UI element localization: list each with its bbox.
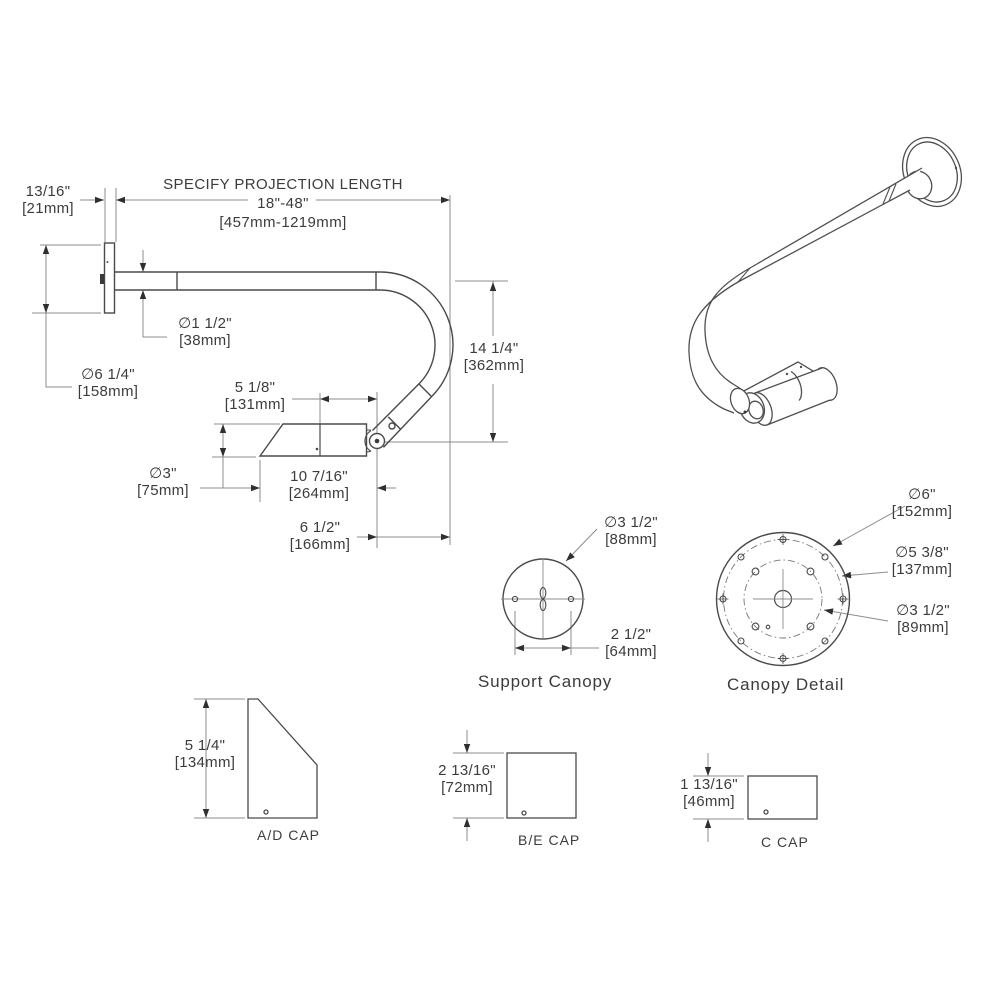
gooseneck-3d-view — [688, 136, 963, 426]
tube-3d-seams — [737, 183, 897, 283]
c-cap-label: C CAP — [761, 834, 809, 850]
canopy-detail-label: Canopy Detail — [727, 675, 845, 694]
be-cap-label: B/E CAP — [518, 832, 581, 848]
dimension-lines — [32, 188, 906, 842]
bolt-holes — [717, 534, 849, 664]
canopy-slot-bottom — [539, 598, 547, 612]
dim-be-cap-height: 2 13/16" [72mm] — [438, 762, 496, 796]
support-canopy-view — [501, 558, 585, 640]
dim-arm-diameter: ∅1 1/2" [38mm] — [178, 315, 232, 349]
dim-shade-diameter: ∅3" [75mm] — [137, 465, 189, 499]
pivot-screw — [374, 438, 380, 444]
ad-cap-hole — [263, 809, 269, 815]
canopy-hole-left — [511, 595, 519, 603]
dim-shade-front-length: 5 1/8" [131mm] — [224, 379, 286, 413]
end-cap-screw — [743, 410, 747, 414]
shade-dot — [315, 447, 319, 451]
dim-detail-bolt-circle: ∅5 3/8" [137mm] — [891, 544, 953, 578]
pivot-bracket — [364, 430, 372, 452]
arm-hole — [388, 422, 396, 430]
dim-support-canopy-spacing: 2 1/2" [64mm] — [605, 626, 657, 660]
dim-detail-inner-circle: ∅3 1/2" [89mm] — [896, 602, 950, 636]
dimension-arrows — [42, 196, 852, 828]
detail-inner-circle — [743, 559, 823, 639]
cylinder-seam — [790, 370, 803, 401]
tube-3d-outer-edge — [688, 189, 911, 414]
plate-hole — [106, 261, 109, 263]
gooseneck-side-view — [100, 242, 454, 457]
arm-curve-inner — [372, 289, 436, 431]
ad-cap-outline — [247, 698, 318, 819]
dim-support-canopy-diameter: ∅3 1/2" [88mm] — [604, 514, 658, 548]
projection-note: SPECIFY PROJECTION LENGTH 18"-48" [457mm… — [163, 176, 403, 231]
canopy-slot-top — [539, 586, 547, 600]
ad-cap-label: A/D CAP — [257, 827, 321, 843]
inner-holes — [751, 567, 815, 631]
c-cap-hole — [763, 809, 769, 815]
dim-vertical-drop: 14 1/4" [362mm] — [463, 340, 525, 374]
cap-views — [247, 698, 818, 820]
be-cap-outline — [506, 752, 577, 819]
cylinder-body-fill — [755, 368, 830, 425]
shade-outline — [258, 423, 368, 457]
dim-ad-cap-height: 5 1/4" [134mm] — [174, 737, 236, 771]
cylinder-edges — [754, 367, 831, 426]
disc-dot — [954, 166, 958, 170]
dim-c-cap-height: 1 13/16" [46mm] — [680, 776, 738, 810]
set-screw-mark — [100, 274, 104, 284]
dim-return-offset: 6 1/2" [166mm] — [289, 519, 351, 553]
canopy-detail-view — [715, 531, 851, 667]
tube-3d-fill — [688, 168, 922, 413]
wall-disc-outer — [901, 136, 963, 208]
shade-bracket-stubs — [366, 429, 371, 453]
tube-3d-inner-edge — [704, 167, 923, 390]
arm-seams — [387, 383, 433, 431]
dim-detail-outer: ∅6" [152mm] — [891, 486, 953, 520]
wall-plate — [103, 242, 116, 314]
arm-tube — [114, 271, 380, 291]
panel-dot-2 — [799, 365, 803, 369]
dim-shade-overall: 10 7/16" [264mm] — [288, 468, 350, 502]
detail-crosshair — [753, 569, 813, 629]
joint-inner — [748, 400, 764, 420]
panel-dot-1 — [785, 372, 789, 376]
canopy-hole-right — [567, 595, 575, 603]
dim-plate-diameter: ∅6 1/4" [158mm] — [77, 366, 139, 400]
support-canopy-label: Support Canopy — [478, 672, 613, 691]
be-cap-hole — [521, 810, 527, 816]
dim-plate-thickness: 13/16" [21mm] — [22, 183, 74, 217]
detail-outer-circle — [715, 531, 851, 667]
arm-curve-outer — [379, 271, 454, 448]
c-cap-outline — [747, 775, 818, 820]
